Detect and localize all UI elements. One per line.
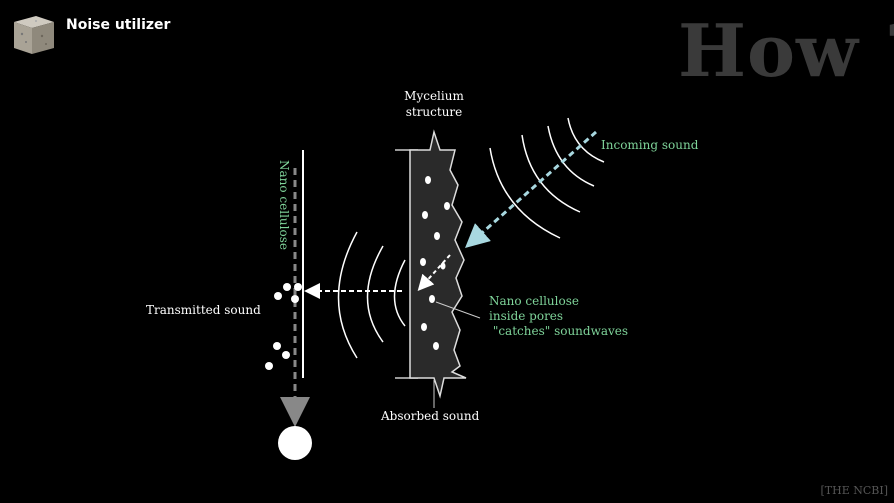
mycelium-structure-label: Mycelium structure xyxy=(404,89,464,119)
page-title: How ? xyxy=(678,8,894,93)
incoming-sound-waves xyxy=(489,117,605,239)
mycelium-panel xyxy=(395,129,481,399)
app-title: Noise utilizer xyxy=(66,17,171,33)
particles xyxy=(265,283,302,370)
mycelium-block-icon xyxy=(14,16,54,54)
pores xyxy=(420,176,450,350)
transmitted-sound-label: Transmitted sound xyxy=(146,303,261,317)
source-credit: [THE NCBI] xyxy=(820,484,888,497)
catches-pointer xyxy=(435,301,481,319)
nano-cellulose-text: Nano cellulose xyxy=(277,160,291,250)
absorbed-sound-label: Absorbed sound xyxy=(381,409,480,423)
catches-soundwaves-label: Nano cellulose inside pores "catches" so… xyxy=(489,294,629,338)
output-circle xyxy=(278,426,312,460)
incoming-sound-arrow xyxy=(465,130,597,248)
nano-cellulose-label: Nano cellulose xyxy=(277,160,291,250)
transmitted-sound-waves xyxy=(337,231,406,359)
incoming-sound-label: Incoming sound xyxy=(601,138,699,152)
